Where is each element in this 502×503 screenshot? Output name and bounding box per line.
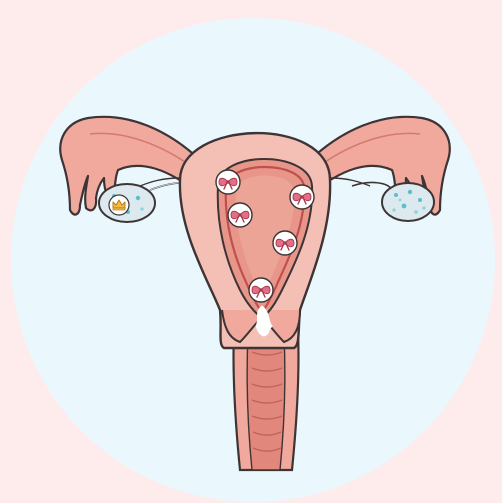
ribbon-badge-4 [273, 231, 297, 255]
crown-badge [109, 195, 129, 215]
ribbon-badge-2 [290, 185, 314, 209]
right-ovary [382, 183, 434, 221]
ribbon-badge-1 [216, 170, 240, 194]
ribbon-badge-5 [249, 278, 273, 302]
ribbon-badge-3 [228, 203, 252, 227]
vagina [233, 330, 298, 470]
